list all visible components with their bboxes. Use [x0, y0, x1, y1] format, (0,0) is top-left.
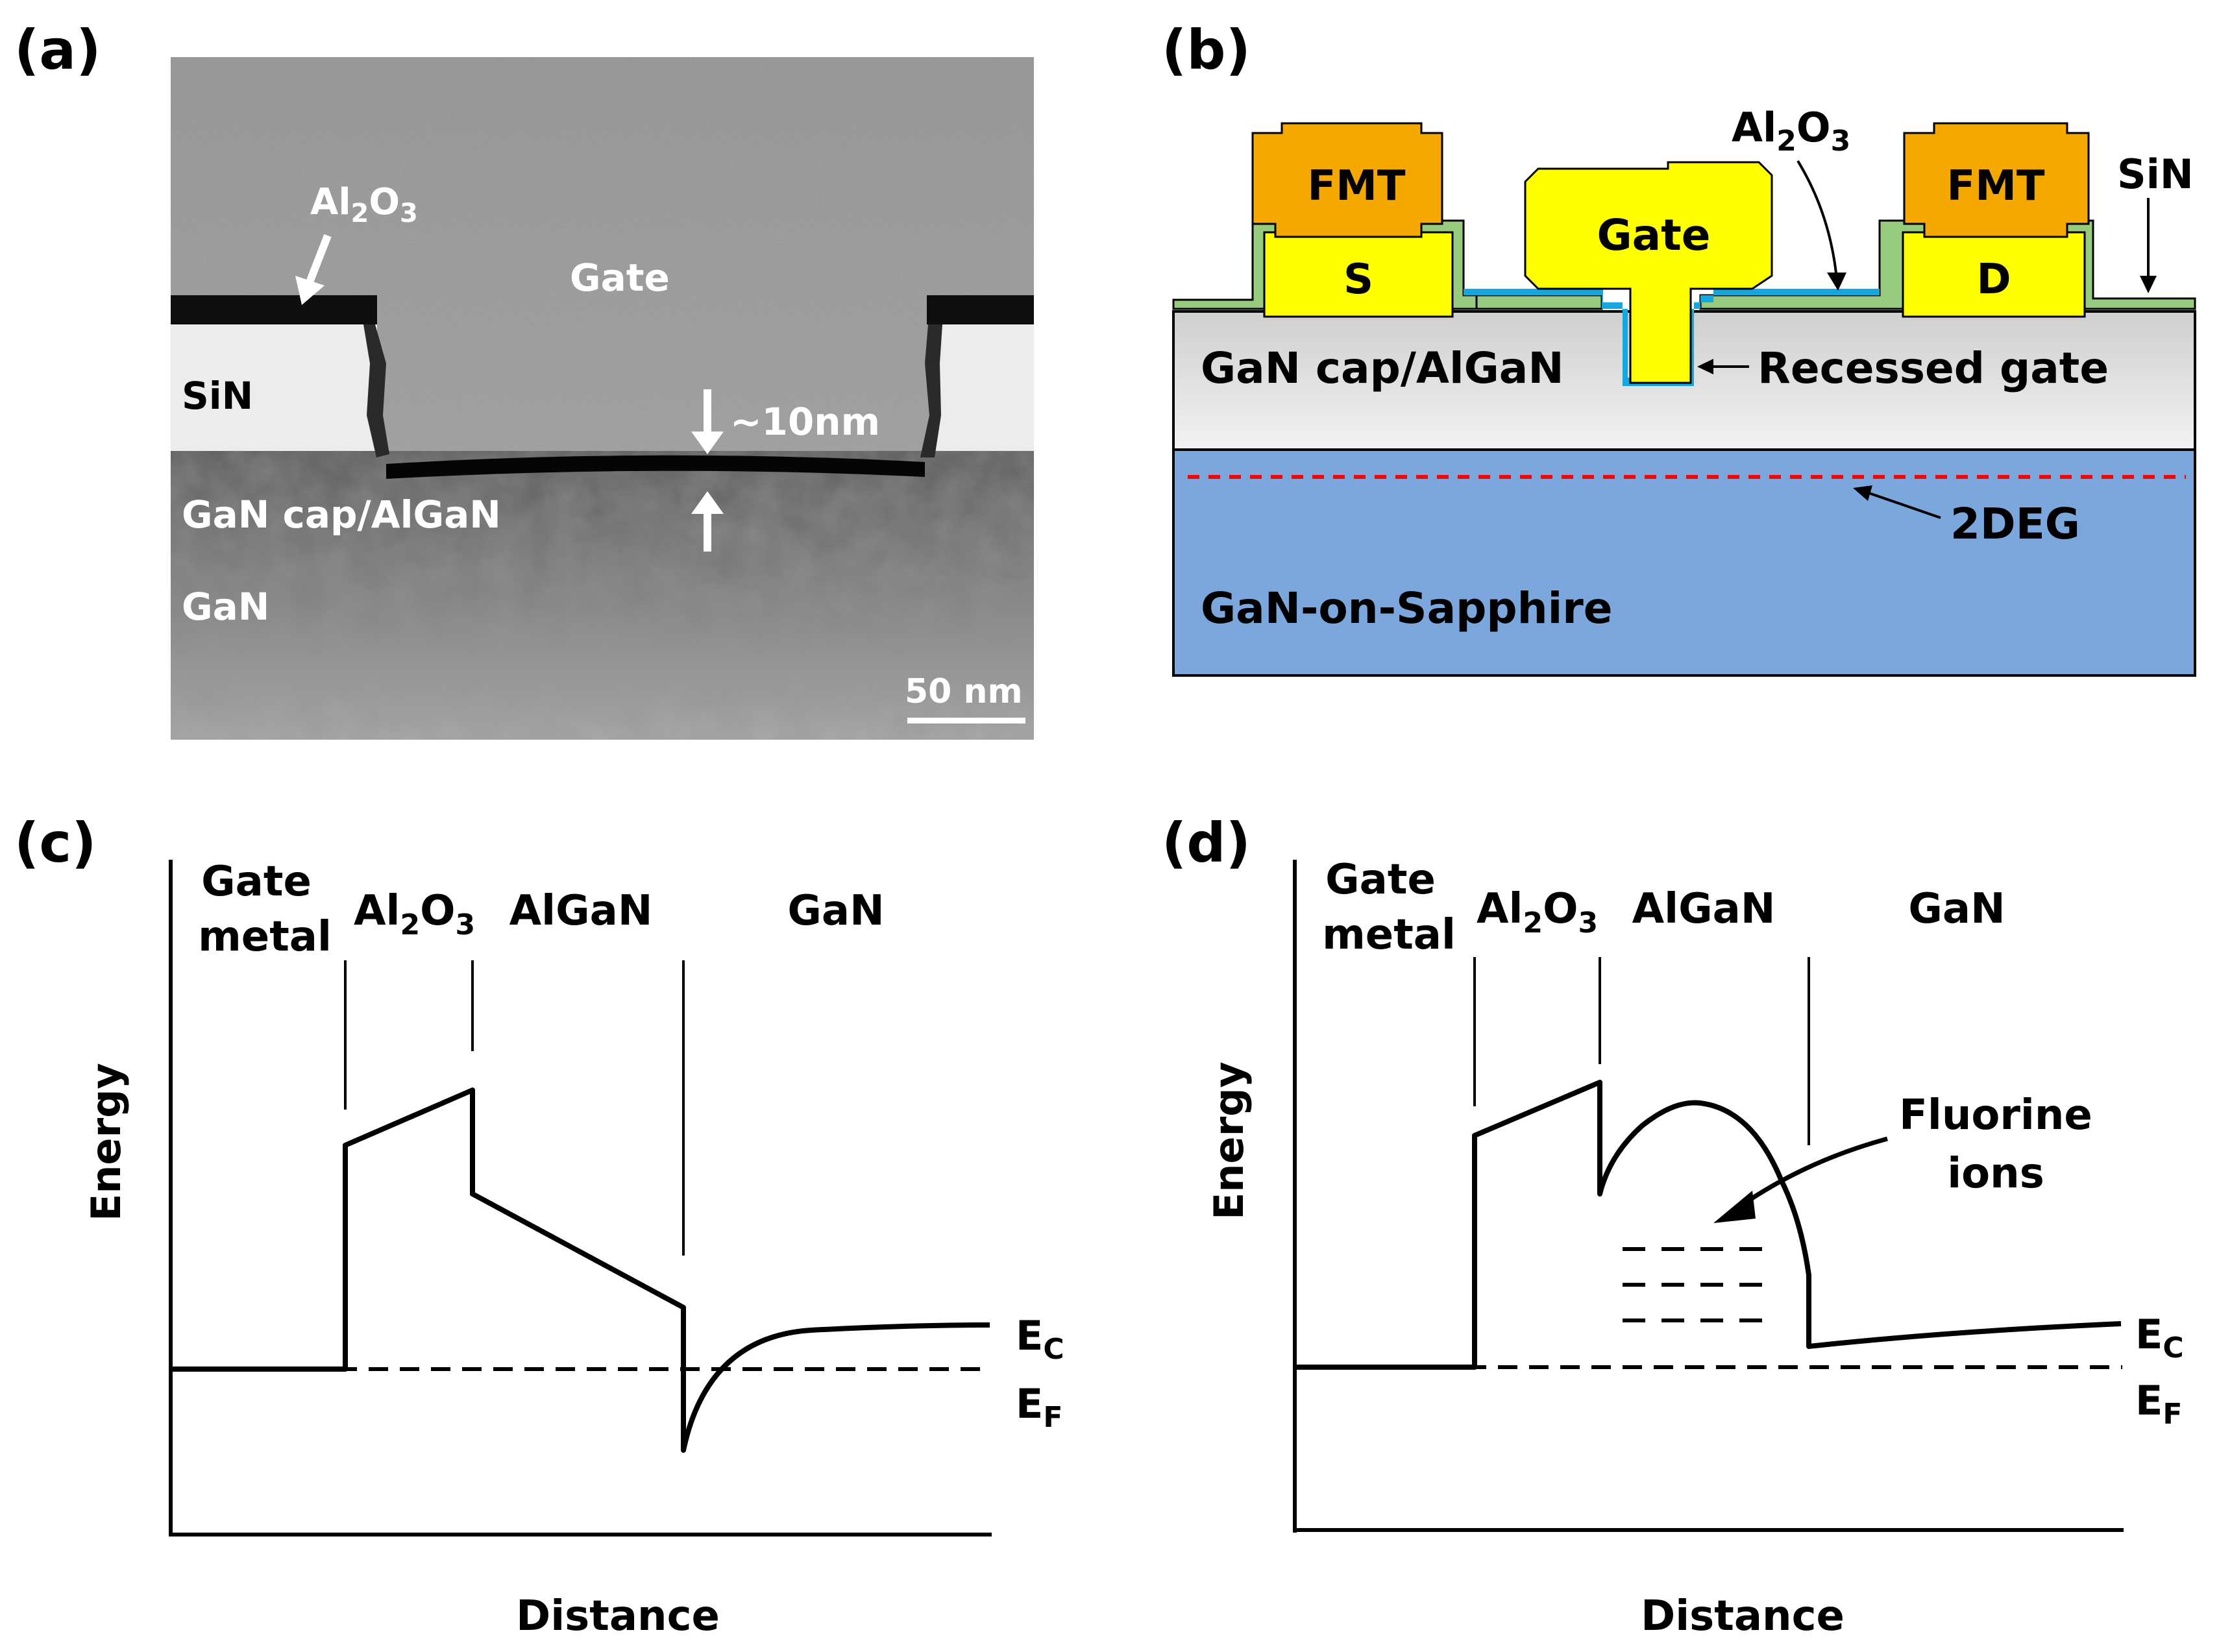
tem-sidewall-right: [920, 324, 942, 457]
device-substrate-label: GaN-on-Sapphire: [1201, 583, 1613, 633]
device-sin-label: SiN: [2117, 151, 2194, 198]
d-label-gate-l1: Gate: [1325, 856, 1436, 904]
device-al2o3-label: Al2O3: [1732, 104, 1850, 158]
tem-al2o3-left: [171, 295, 377, 324]
d-label-ef: EF: [2135, 1377, 2182, 1431]
c-label-gate-l2: metal: [198, 913, 332, 961]
band-diagram-c: Gate metal Al2O3 AlGaN GaN Energy Distan…: [82, 858, 1064, 1640]
device-fmt-left: [1251, 122, 1443, 238]
device-twodeg-arrow: [1869, 492, 1941, 519]
d-label-fluorine-l2: ions: [1947, 1150, 2044, 1198]
d-label-distance: Distance: [1641, 1592, 1845, 1640]
fluorine-ions: [1623, 1247, 1772, 1322]
tem-al2o3-arrow: [304, 234, 332, 287]
tem-thickness-arrowhead-down: [691, 431, 724, 454]
device-fmt-right-label: FMT: [1946, 162, 2044, 210]
panel-label-a: (a): [14, 18, 101, 82]
tem-thickness-arrowhead-up: [691, 491, 724, 514]
device-source-label: S: [1343, 256, 1373, 304]
device-fmt-right: [1903, 122, 2090, 238]
panel-label-b: (b): [1162, 18, 1251, 82]
device-drain-contact: [1902, 231, 2086, 318]
device-gate: [1524, 161, 1773, 384]
tem-sin-left: [171, 324, 377, 451]
device-sin-layer-mid: [1475, 294, 1603, 310]
d-fluorine-arrowhead: [1713, 1191, 1756, 1223]
c-conduction-band: [171, 1087, 990, 1453]
device-al2o3-arrow: [1796, 160, 1838, 280]
d-label-gan: GaN: [1908, 885, 2005, 933]
tem-image: Al2O3 Gate SiN ~10nm GaN cap/AlGaN GaN 5…: [171, 57, 1034, 740]
device-diagram: S FMT D FMT Gate Al2O3 SiN GaN cap/AlGaN…: [1172, 104, 2196, 677]
device-sin-arrowhead: [2140, 276, 2157, 293]
c-label-algan: AlGaN: [509, 887, 653, 935]
panel-label-c: (c): [14, 811, 97, 875]
device-fmt-left-label: FMT: [1307, 162, 1405, 210]
device-drain-label: D: [1976, 256, 2011, 304]
band-diagram-d: Gate metal Al2O3 AlGaN GaN Fluorine ions…: [1205, 856, 2184, 1640]
tem-label-gan: GaN: [182, 585, 269, 629]
device-recessed-arrowhead: [1697, 359, 1713, 374]
device-source-contact: [1263, 231, 1454, 318]
device-gate-label: Gate: [1597, 210, 1710, 260]
tem-sidewall-left: [363, 324, 389, 457]
tem-label-gan-cap: GaN cap/AlGaN: [182, 492, 501, 537]
c-label-energy: Energy: [82, 1063, 130, 1221]
c-label-al2o3: Al2O3: [354, 887, 475, 941]
tem-label-gate: Gate: [570, 256, 670, 300]
d-conduction-band: [1295, 1080, 2122, 1370]
tem-sin-right: [935, 324, 1034, 451]
tem-al2o3-right: [927, 295, 1034, 324]
tem-label-sin: SiN: [182, 374, 253, 418]
c-label-gate-l1: Gate: [201, 858, 312, 906]
c-label-ef: EF: [1016, 1380, 1062, 1434]
d-label-algan: AlGaN: [1632, 885, 1776, 933]
d-label-gate-l2: metal: [1322, 911, 1456, 959]
c-label-gan: GaN: [787, 887, 884, 935]
tem-al2o3-arrowhead: [295, 276, 325, 305]
d-label-fluorine-l1: Fluorine: [1899, 1091, 2092, 1139]
device-twodeg-arrowhead: [1853, 485, 1872, 501]
d-label-energy: Energy: [1205, 1062, 1253, 1220]
panel-label-d: (d): [1162, 811, 1251, 875]
c-label-distance: Distance: [516, 1592, 720, 1640]
tem-label-al2o3: Al2O3: [310, 181, 418, 228]
d-fluorine-arrow: [1737, 1136, 1888, 1209]
device-cap-label: GaN cap/AlGaN: [1201, 343, 1564, 393]
tem-label-thickness: ~10nm: [730, 400, 880, 444]
tem-scale-bar: [907, 718, 1025, 723]
d-label-ec: EC: [2135, 1311, 2184, 1365]
device-twodeg-label: 2DEG: [1950, 499, 2080, 549]
device-al2o3-arrowhead: [1827, 273, 1846, 291]
tem-gan-texture: [171, 451, 1034, 740]
device-substrate: [1172, 448, 2196, 677]
d-label-al2o3: Al2O3: [1477, 885, 1598, 940]
tem-label-scale: 50 nm: [905, 672, 1023, 711]
tem-recess-bottom: [386, 455, 925, 479]
c-label-ec: EC: [1016, 1312, 1064, 1366]
device-recessed-label: Recessed gate: [1758, 343, 2109, 393]
